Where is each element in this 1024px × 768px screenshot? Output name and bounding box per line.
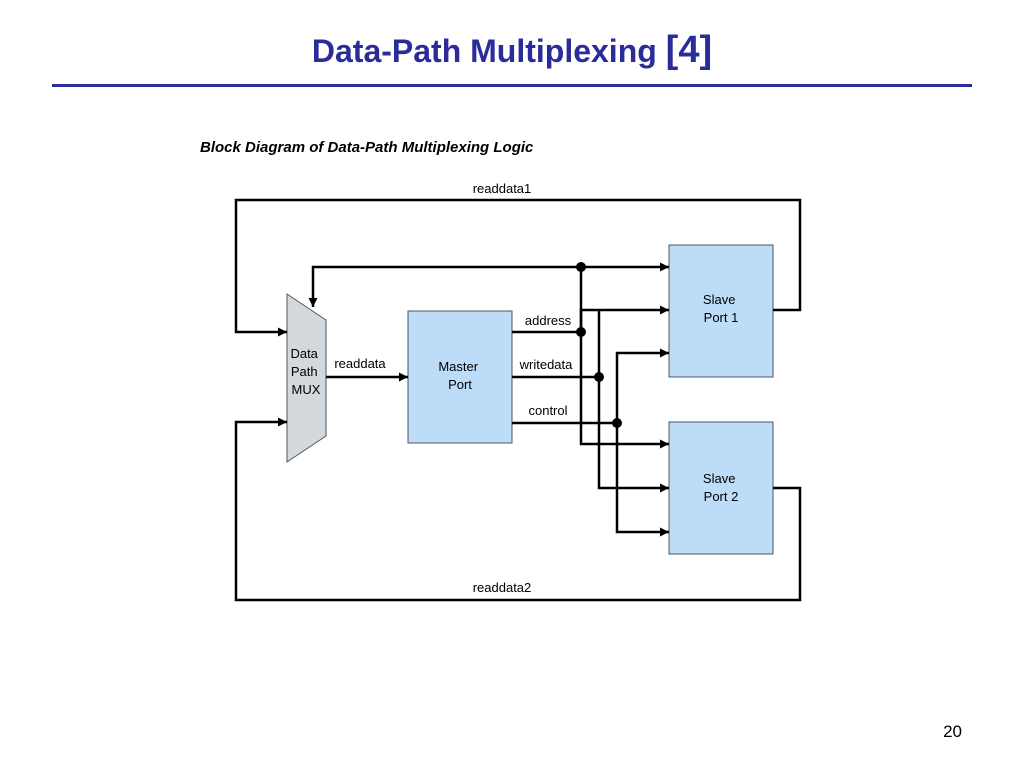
writedata-label: writedata <box>519 357 574 372</box>
control-to-slave1-wire <box>615 348 669 423</box>
slave2-label-line2: Port 2 <box>704 489 739 504</box>
slave2-label-line1: Slave <box>703 471 736 486</box>
address-to-slave1-wire <box>579 305 669 332</box>
junction-dot <box>612 418 622 428</box>
junction-dot <box>576 262 586 272</box>
readdata-label: readdata <box>334 356 386 371</box>
slave1-label-line2: Port 1 <box>704 310 739 325</box>
writedata-to-slave2-wire <box>597 377 669 493</box>
readdata1-wire <box>234 198 802 337</box>
slave-port-2-block <box>668 421 774 555</box>
page-number: 20 <box>943 722 962 741</box>
mux-label: Data Path MUX <box>290 346 321 397</box>
slave-port-1-block <box>668 244 774 378</box>
control-label: control <box>528 403 567 418</box>
slave-port-1-label: Slave Port 1 <box>703 292 739 325</box>
mux-label-line1: Data <box>290 346 318 361</box>
mux-label-line3: MUX <box>292 382 321 397</box>
junction-dot <box>576 327 586 337</box>
data-path-mux-block <box>286 293 327 463</box>
readdata2-label: readdata2 <box>473 580 532 595</box>
address-label: address <box>525 313 572 328</box>
junction-dot <box>594 372 604 382</box>
master-label-line2: Port <box>448 377 472 392</box>
mux-label-line2: Path <box>291 364 318 379</box>
slave-port-2-label: Slave Port 2 <box>703 471 739 504</box>
title-citation: [4] <box>665 29 713 71</box>
readdata1-label: readdata1 <box>473 181 532 196</box>
slide-title: Data-Path Multiplexing [4] <box>0 30 1024 71</box>
select-to-slave2-wire <box>579 267 669 449</box>
slave1-label-line1: Slave <box>703 292 736 307</box>
mux-select-wire <box>308 265 581 307</box>
title-underline <box>52 84 972 87</box>
master-port-label: Master Port <box>438 359 481 392</box>
title-text: Data-Path Multiplexing <box>311 33 657 69</box>
control-to-slave2-wire <box>615 423 669 537</box>
diagram-caption: Block Diagram of Data-Path Multiplexing … <box>200 139 534 156</box>
master-label-line1: Master <box>438 359 478 374</box>
readdata2-wire <box>234 417 802 602</box>
